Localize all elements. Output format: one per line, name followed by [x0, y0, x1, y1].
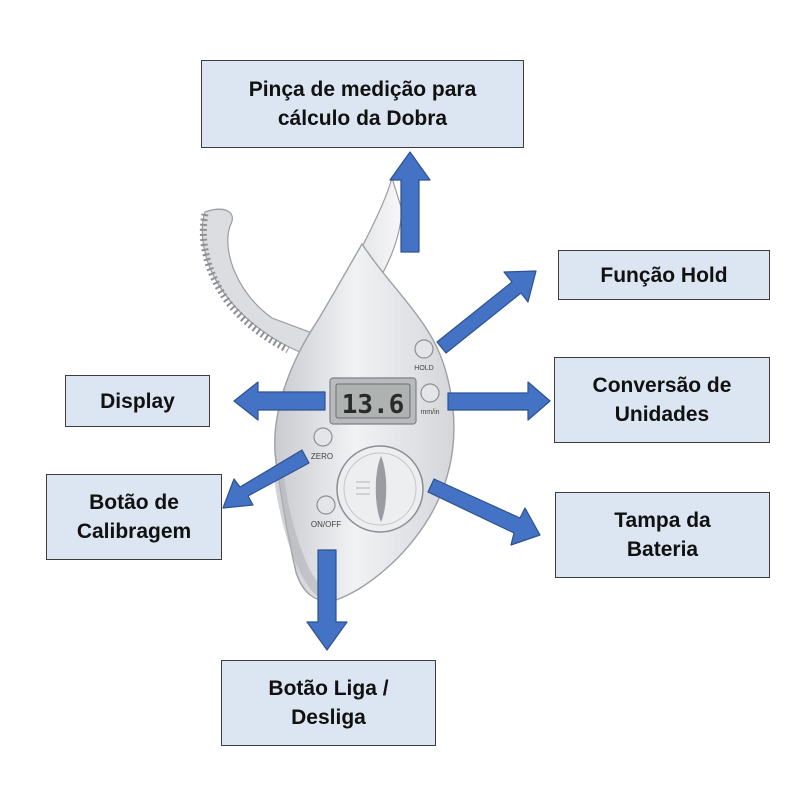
arrow-to-bateria: [427, 478, 541, 546]
power-button-label: ON/OFF: [311, 520, 341, 529]
hold-button-label: HOLD: [414, 365, 433, 372]
units-button-label: mm/in: [420, 409, 439, 416]
measuring-arm: [199, 208, 322, 354]
hold-button[interactable]: HOLD: [414, 339, 434, 372]
arrow-to-conversao: [447, 381, 551, 421]
arrow-to-calibragem: [222, 449, 310, 509]
units-button[interactable]: mm/in: [420, 383, 440, 416]
lcd-display: 13.6: [329, 377, 417, 425]
label-bateria: Tampa da Bateria: [555, 492, 770, 578]
arrow-down-to-liga: [306, 549, 348, 651]
power-button[interactable]: ON/OFF: [311, 495, 341, 529]
lcd-value: 13.6: [342, 390, 405, 420]
arrow-to-hold: [436, 270, 537, 354]
zero-button[interactable]: ZERO: [311, 427, 333, 461]
label-conversao: Conversão de Unidades: [554, 357, 770, 443]
label-pinca: Pinça de medição para cálculo da Dobra: [201, 60, 524, 148]
label-display: Display: [65, 375, 210, 427]
zero-button-label: ZERO: [311, 452, 333, 461]
arrow-up-to-pinca: [389, 151, 431, 253]
label-calibragem: Botão de Calibragem: [46, 474, 222, 560]
arrow-to-display: [233, 381, 326, 421]
battery-cover[interactable]: [336, 445, 424, 533]
label-hold: Função Hold: [558, 250, 770, 300]
label-liga: Botão Liga / Desliga: [221, 660, 436, 746]
